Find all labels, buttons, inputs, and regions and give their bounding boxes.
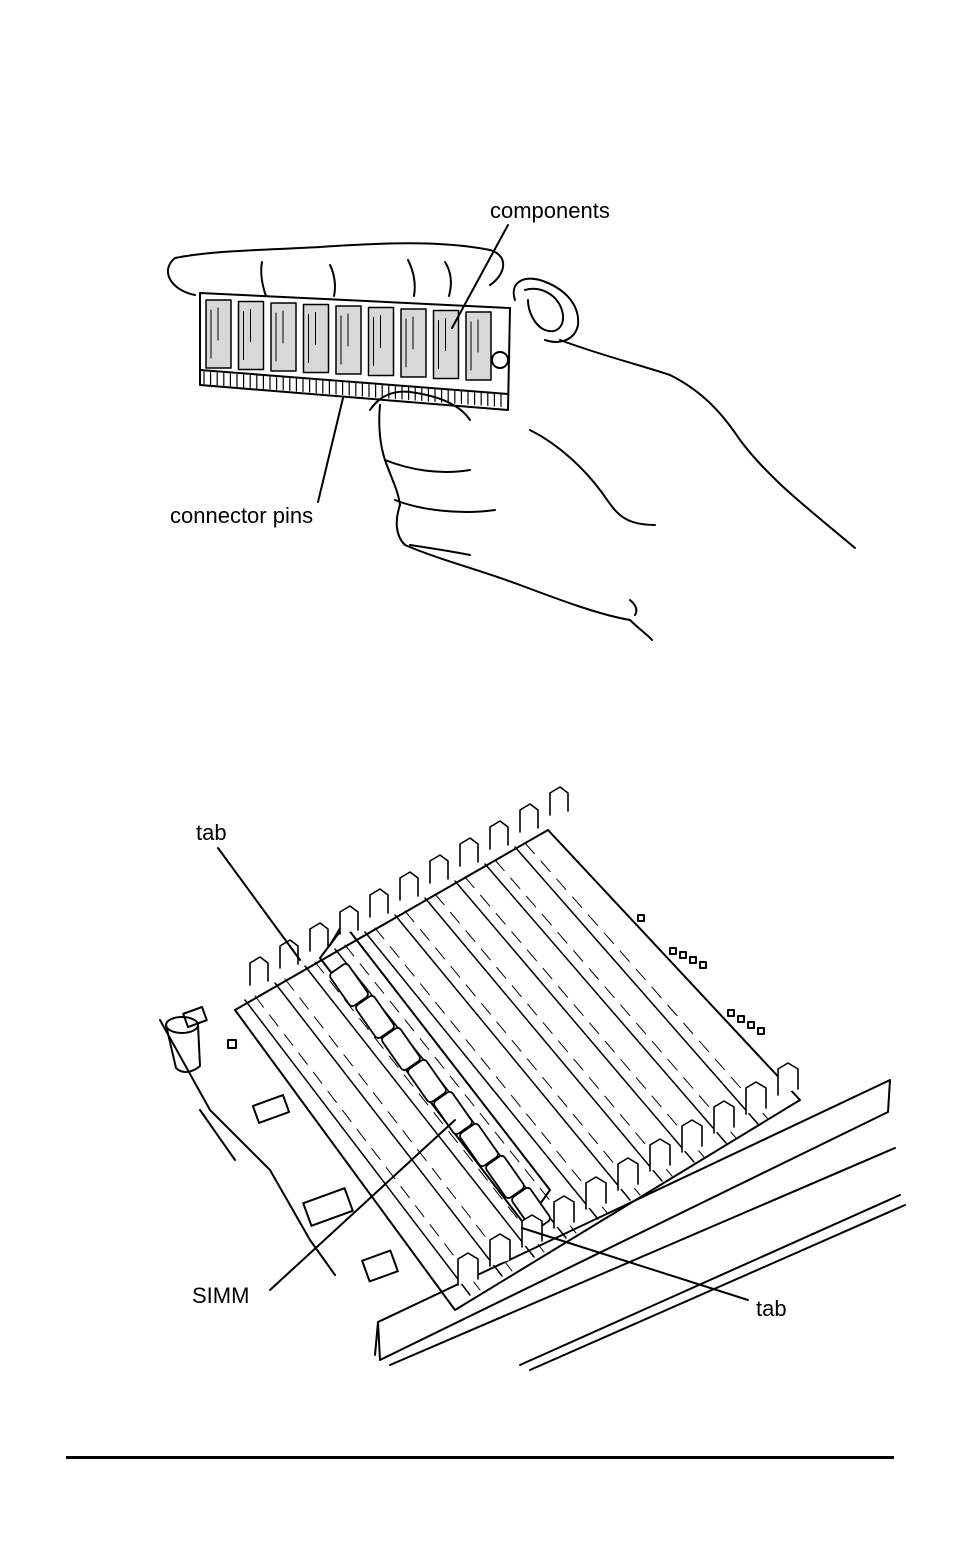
socket-slot [465, 877, 704, 1157]
retaining-tab [430, 855, 448, 883]
retaining-tab [458, 1253, 478, 1285]
socket-rail [365, 932, 598, 1219]
socket-rail [485, 864, 726, 1143]
socket-rail [305, 966, 534, 1257]
retaining-tab [714, 1101, 734, 1133]
label-tab-top: tab [196, 822, 227, 844]
page-footer-rule [66, 1456, 894, 1459]
socket-rail [455, 881, 694, 1162]
retaining-tab [778, 1063, 798, 1095]
retaining-tab [682, 1120, 702, 1152]
retaining-tab [490, 821, 508, 849]
retaining-tab [400, 872, 418, 900]
retaining-tab [340, 906, 358, 934]
retaining-tab [586, 1177, 606, 1209]
retaining-tab [460, 838, 478, 866]
retaining-tab [554, 1196, 574, 1228]
retaining-tab [250, 957, 268, 985]
retaining-tab [520, 804, 538, 832]
retaining-tab [550, 787, 568, 815]
socket-slot [525, 843, 768, 1119]
socket-slot [255, 996, 480, 1290]
socket-slot [405, 911, 640, 1195]
label-simm: SIMM [192, 1285, 249, 1307]
socket-rail [395, 915, 630, 1200]
retaining-tab [746, 1082, 766, 1114]
label-tab-bottom: tab [756, 1298, 787, 1320]
retaining-tab [310, 923, 328, 951]
socket-rail [515, 847, 758, 1124]
retaining-tab [650, 1139, 670, 1171]
retaining-tab [370, 889, 388, 917]
retaining-tab [618, 1158, 638, 1190]
